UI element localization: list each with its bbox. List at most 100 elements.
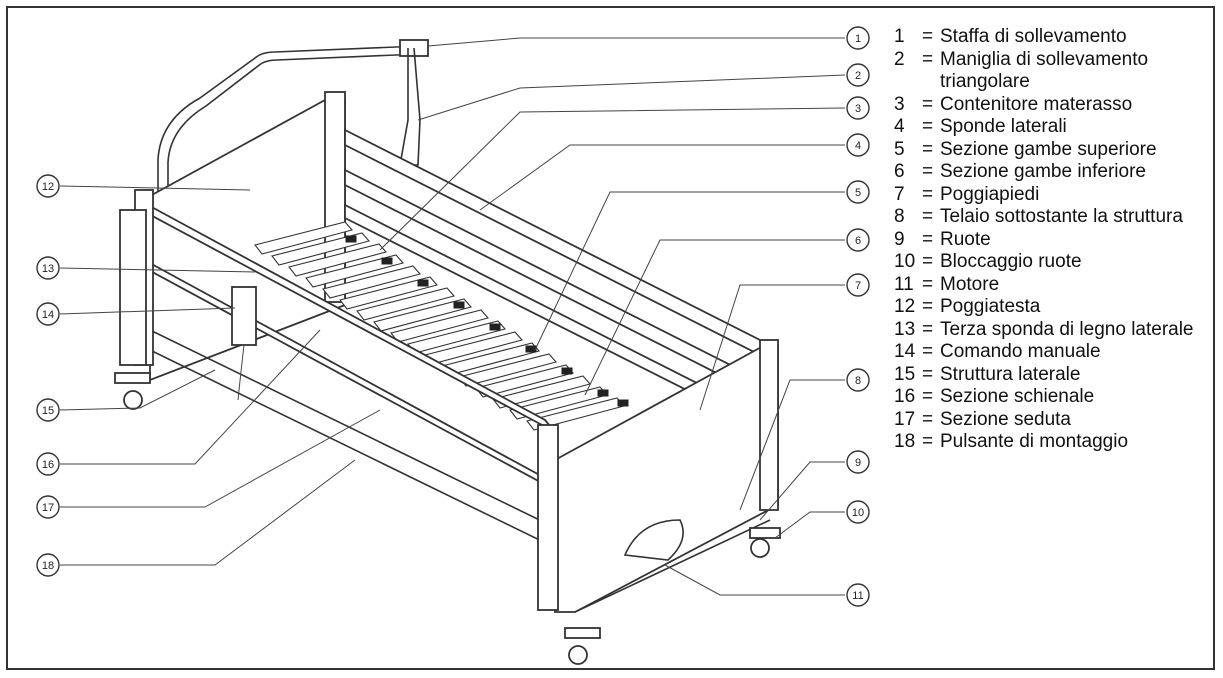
callout-12-label: 12 [42, 181, 54, 193]
legend-label: Contenitore materasso [940, 93, 1133, 115]
bed-illustration [114, 39, 781, 665]
legend-number: 17 [894, 408, 916, 430]
legend-item-6: 6=Sezione gambe inferiore [894, 161, 1214, 184]
footboard-post-shape [759, 339, 779, 511]
legend-label: Telaio sottostante la struttura [940, 206, 1183, 227]
legend-item-13: 13 = Terza sponda di legno laterale [894, 319, 1214, 342]
callout-16-label: 16 [42, 459, 54, 471]
legend-item-9: 9 = Ruote [894, 229, 1214, 252]
strap-shape [399, 47, 421, 166]
legend-item-2: 2=Maniglia di sollevamento triangolare [894, 49, 1214, 94]
legend-item-3: 3=Contenitore materasso [894, 94, 1214, 117]
legend-number: 18 [894, 431, 916, 452]
legend-equals: = [922, 431, 934, 452]
slat-clips-group [345, 235, 629, 407]
legend-number: 10 [894, 251, 916, 272]
side-structure-shape [119, 209, 147, 366]
callout-6: 6 [846, 228, 870, 252]
legend-label: Poggiapiedi [940, 183, 1040, 205]
legend-item-15: 15 = Struttura laterale [894, 364, 1214, 387]
legend-equals: = [922, 26, 934, 47]
callout-7-label: 7 [855, 280, 861, 292]
legend-item-4: 4=Sponde laterali [894, 116, 1214, 139]
legend-number: 4 [894, 116, 905, 137]
legend-equals: = [922, 273, 934, 295]
frame-bar-1-shape [149, 329, 561, 531]
legend-equals: = [922, 206, 934, 227]
legend-equals: = [922, 138, 934, 160]
legend-number: 16 [894, 386, 916, 407]
callout-15: 15 [36, 398, 60, 422]
callout-2: 2 [846, 63, 870, 87]
legend-number: 8 [894, 206, 905, 227]
callout-2-label: 2 [855, 70, 861, 82]
frame-bar-3-shape [574, 519, 771, 613]
leader-lines [59, 37, 846, 596]
legend-equals: = [922, 363, 934, 385]
legend-number: 1 [894, 26, 905, 47]
callout-13-label: 13 [42, 263, 54, 275]
callout-8-label: 8 [855, 375, 861, 387]
legend-equals: = [922, 408, 934, 430]
legend-label: Motore [940, 273, 1000, 295]
legend-label: Comando manuale [940, 341, 1101, 362]
legend-label: Sezione schienale [940, 386, 1095, 407]
legend-label: Sezione gambe inferiore [940, 161, 1146, 182]
legend-equals: = [922, 228, 934, 250]
legend-number: 11 [894, 273, 914, 295]
lifting-pole-inner-shape [167, 53, 421, 340]
legend-item-12: 12 = Poggiatesta [894, 296, 1214, 319]
legend-equals: = [922, 341, 934, 362]
footboard-front-post-shape [537, 424, 559, 611]
legend-label: Struttura laterale [940, 363, 1081, 385]
callout-14: 14 [36, 302, 60, 326]
legend-equals: = [922, 93, 934, 115]
hand-control-cable-shape [237, 344, 245, 401]
legend-label: Sezione gambe superiore [940, 138, 1157, 160]
legend-label: Maniglia di sollevamento triangolare [940, 48, 1149, 93]
legend-item-11: 11 = Motore [894, 274, 1214, 297]
wheels-group [114, 372, 781, 665]
bed-diagram: 1 2 3 4 5 6 7 8 9 10 11 12 13 14 15 16 1… [36, 26, 870, 665]
legend-item-17: 17 = Sezione seduta [894, 409, 1214, 432]
legend-label: Pulsante di montaggio [940, 431, 1129, 452]
callout-1-label: 1 [855, 33, 861, 45]
callout-5-label: 5 [855, 187, 861, 199]
legend-item-7: 7=Poggiapiedi [894, 184, 1214, 207]
legend-item-5: 5 = Sezione gambe superiore [894, 139, 1214, 162]
legend-number: 9 [894, 228, 905, 250]
callout-17-label: 17 [42, 502, 54, 514]
legend-number: 13 [894, 318, 916, 340]
legend-label: Poggiatesta [940, 296, 1041, 317]
footboard-shape [554, 344, 779, 613]
callout-15-label: 15 [42, 405, 54, 417]
legend-item-10: 10=Bloccaggio ruote [894, 251, 1214, 274]
callout-12: 12 [36, 174, 60, 198]
callout-1: 1 [846, 26, 870, 50]
callout-16: 16 [36, 452, 60, 476]
legend-number: 5 [894, 138, 905, 160]
legend-label: Sezione seduta [940, 408, 1071, 430]
legend-label: Ruote [940, 228, 991, 250]
legend-equals: = [922, 251, 934, 272]
legend-number: 15 [894, 363, 916, 385]
legend-equals: = [922, 48, 934, 70]
legend-equals: = [922, 296, 934, 317]
callout-3: 3 [846, 96, 870, 120]
legend-number: 6 [894, 161, 905, 182]
legend-label: Terza sponda di legno laterale [940, 318, 1194, 340]
legend-equals: = [922, 183, 934, 205]
legend-item-16: 16 = Sezione schienale [894, 386, 1214, 409]
legend-equals: = [922, 386, 934, 407]
lifting-pole-shape [157, 45, 421, 340]
callout-13: 13 [36, 256, 60, 280]
legend-number: 14 [894, 341, 916, 362]
parts-legend: 1=Staffa di sollevamento 2=Maniglia di s… [894, 26, 1214, 454]
legend-number: 12 [894, 296, 916, 317]
callout-10: 10 [846, 500, 870, 524]
legend-equals: = [922, 318, 934, 340]
motor-shape [623, 519, 684, 561]
frame-bar-2-shape [149, 349, 561, 551]
callout-7: 7 [846, 273, 870, 297]
callout-11: 11 [846, 583, 870, 607]
